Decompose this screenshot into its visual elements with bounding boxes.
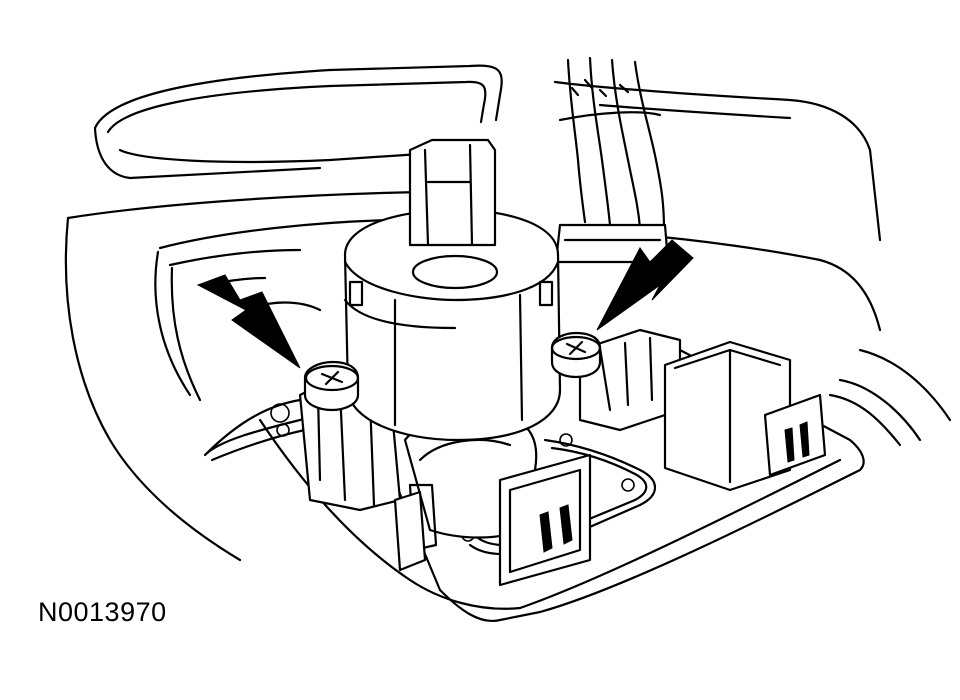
mounting-screw-right xyxy=(550,331,602,379)
arrow-right-icon xyxy=(596,239,694,331)
mount-hole-left-inner xyxy=(276,423,290,437)
figure-code: N0013970 xyxy=(38,597,167,627)
connector-socket xyxy=(578,328,827,492)
mounting-screw-left xyxy=(303,360,360,412)
switch-housing xyxy=(298,378,592,587)
arrow-left-icon xyxy=(196,274,301,369)
mount-hole-left xyxy=(270,403,290,423)
switch-top-post xyxy=(408,138,497,247)
ignition-switch-body xyxy=(343,208,562,442)
